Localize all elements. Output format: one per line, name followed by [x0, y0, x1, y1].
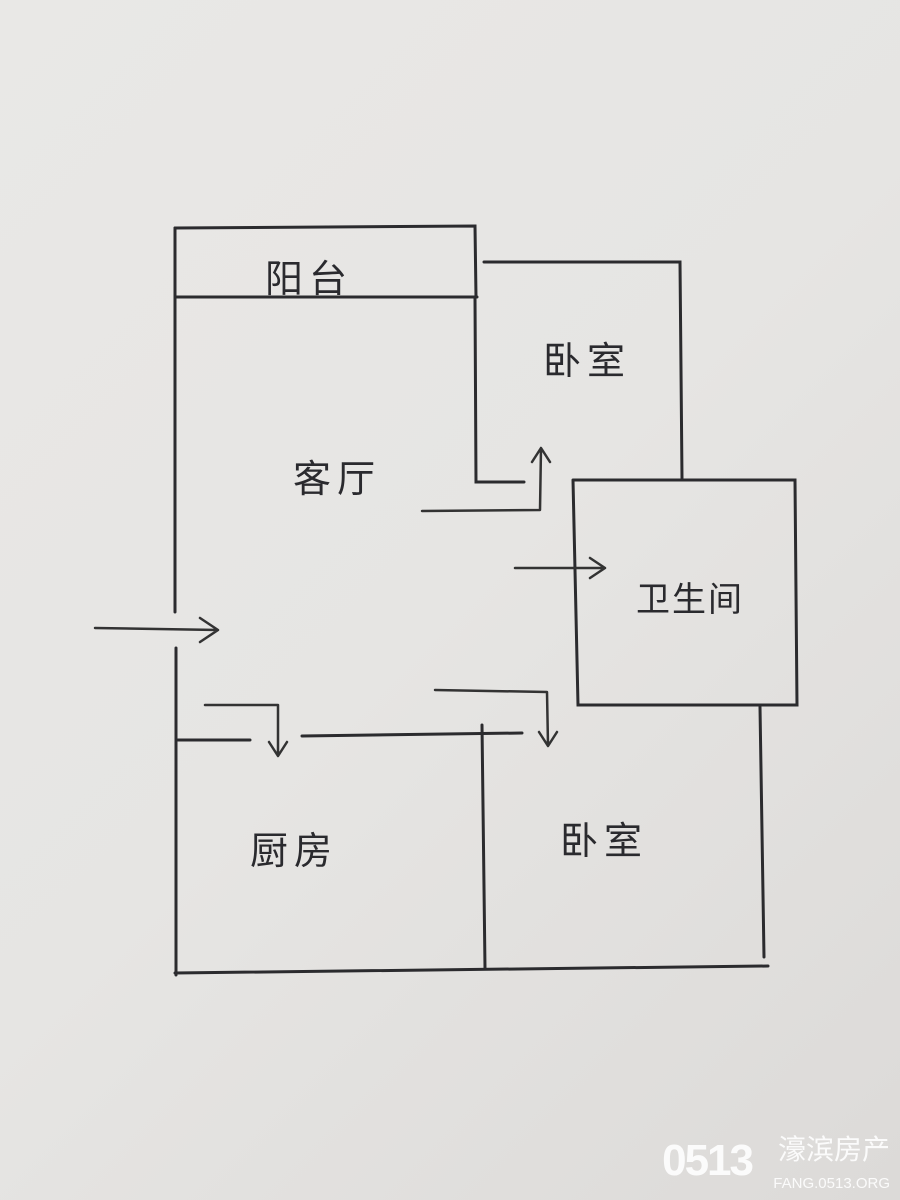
bedroom-top-label: 卧室	[543, 339, 632, 383]
watermark-number: 0513	[662, 1136, 754, 1185]
kitchen-arrow-icon	[203, 703, 289, 758]
bedroom-bottom-label: 卧室	[560, 819, 649, 863]
bathroom-wall	[571, 478, 799, 707]
left-outer-wall	[173, 226, 178, 977]
bottom-outer-wall	[173, 964, 770, 975]
hallway-wall	[176, 731, 524, 742]
watermark-url: FANG.0513.ORG	[773, 1175, 890, 1192]
bedroom-top-wall	[482, 260, 684, 480]
living-right-wall	[473, 295, 526, 484]
balcony-wall	[173, 224, 479, 299]
balcony-label: 阳台	[265, 257, 354, 301]
kitchen-bedroom-divider	[480, 723, 487, 970]
watermark-brand: 濠滨房产	[777, 1133, 890, 1166]
watermark-logo: 0513 濠滨房产 FANG.0513.ORG	[662, 1130, 890, 1192]
entry-arrow-icon	[93, 616, 220, 644]
living-room-label: 客厅	[293, 457, 382, 501]
bedroom-top-arrow-icon	[420, 446, 552, 513]
bathroom-label: 卫生间	[636, 580, 744, 620]
bedroom-bottom-arrow-icon	[433, 688, 559, 748]
bedroom-bottom-right-wall	[758, 705, 766, 959]
bathroom-arrow-icon	[513, 556, 607, 580]
door-arrows	[93, 446, 607, 758]
kitchen-label: 厨房	[250, 829, 339, 873]
walls	[173, 224, 799, 977]
